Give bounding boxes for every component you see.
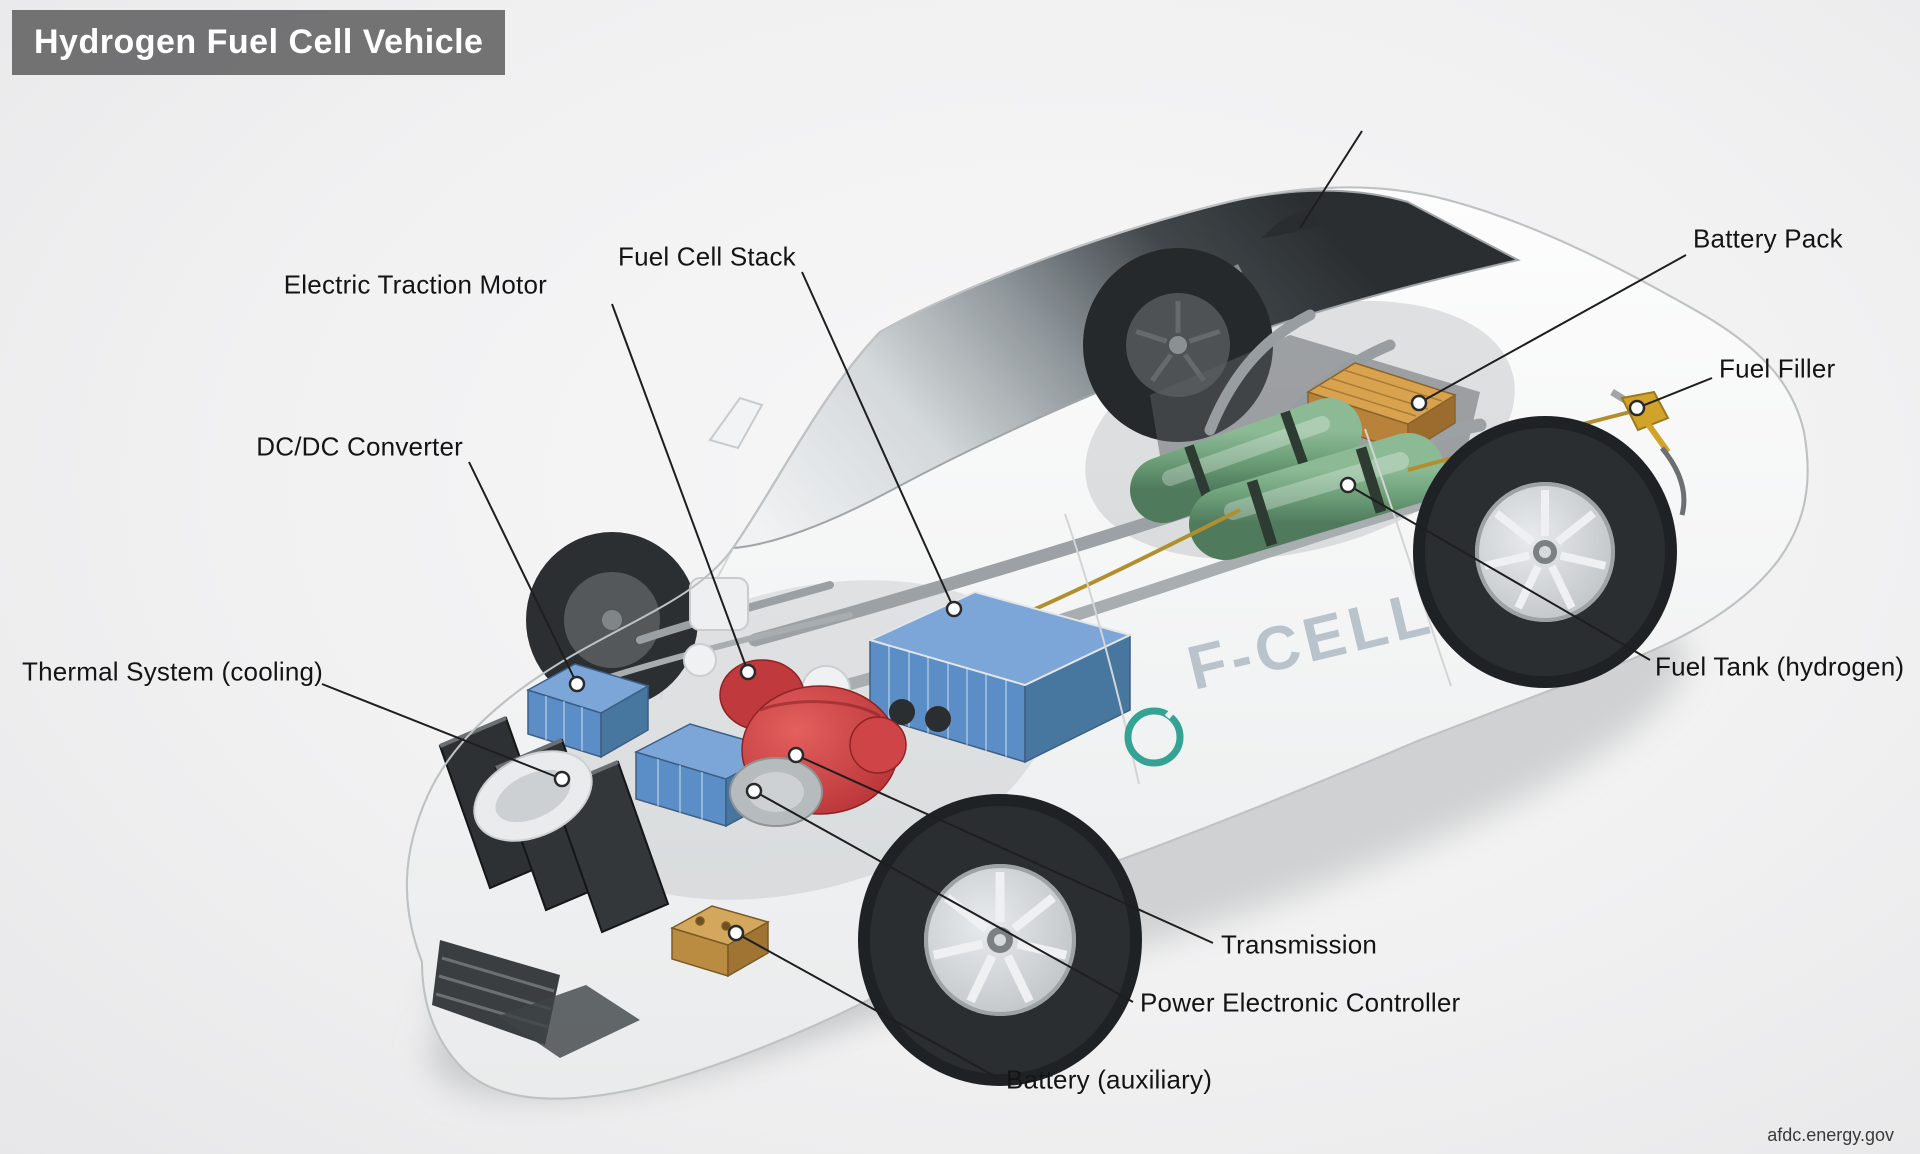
leader-line-dc-dc-converter xyxy=(468,461,578,685)
leader-line-thermal-system xyxy=(321,683,563,780)
leader-line-fuel-tank xyxy=(1347,484,1651,661)
leader-line-transmission xyxy=(795,754,1214,944)
body-outline xyxy=(405,186,1809,1100)
anchor-dot-dc-dc-converter xyxy=(568,675,586,693)
leader-line-fuel-filler xyxy=(1636,377,1713,409)
page-title: Hydrogen Fuel Cell Vehicle xyxy=(34,23,484,61)
fuel-filler-nozzle xyxy=(1610,389,1687,516)
leader-line-battery-pack xyxy=(1418,254,1687,404)
headlight xyxy=(473,750,593,842)
leader-line-battery-auxiliary xyxy=(735,932,999,1079)
anchor-dot-fuel-cell-stack xyxy=(945,600,963,618)
side-mirror xyxy=(708,396,764,450)
traction-motor-shape xyxy=(719,659,907,827)
antenna-fin-icon xyxy=(1262,208,1320,238)
leader-line-electric-traction-motor xyxy=(611,303,749,673)
anchor-dot-fuel-filler xyxy=(1628,399,1646,417)
brand-logo-icon xyxy=(1124,707,1184,767)
title-banner: Hydrogen Fuel Cell Vehicle xyxy=(12,10,506,75)
anchor-dot-thermal-system xyxy=(553,770,571,788)
leader-line-power-electronic-controller xyxy=(753,790,1134,1003)
fuel-cell-stack-shape xyxy=(867,590,1133,764)
anchor-dot-transmission xyxy=(787,746,805,764)
fuel-tank-1 xyxy=(1130,398,1362,523)
dc-dc-converter-shape xyxy=(526,663,650,759)
auxiliary-battery-shape xyxy=(670,905,770,978)
front-wheel xyxy=(858,794,1142,1086)
credit-text: afdc.energy.gov xyxy=(1767,1125,1894,1145)
anchor-dot-fuel-tank xyxy=(1339,476,1357,494)
pointer-line-0 xyxy=(1299,130,1363,229)
anchor-dot-electric-traction-motor xyxy=(739,663,757,681)
leader-line-fuel-cell-stack xyxy=(801,271,955,610)
front-grille xyxy=(432,940,640,1058)
anchor-dot-battery-pack xyxy=(1410,394,1428,412)
anchor-dot-battery-auxiliary xyxy=(727,924,745,942)
rear-wheel xyxy=(1413,416,1677,688)
anchor-dot-power-electronic-controller xyxy=(745,782,763,800)
hydrogen-tanks xyxy=(1130,398,1444,560)
